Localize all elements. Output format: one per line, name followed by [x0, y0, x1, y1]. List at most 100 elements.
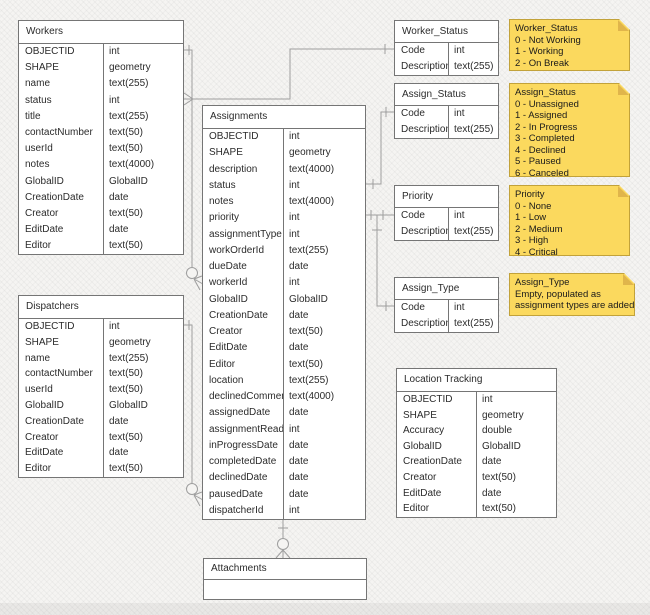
field-name: Description: [395, 316, 449, 332]
field-type: int: [109, 321, 120, 332]
note-title: Assign_Status: [515, 87, 576, 98]
note-line: 1 - Working: [515, 46, 564, 57]
field-type: text(50): [109, 207, 143, 219]
field-name: OBJECTID: [397, 392, 477, 408]
field-type: date: [289, 407, 309, 419]
field-name: location: [203, 372, 284, 389]
table-attachments[interactable]: Attachments: [203, 558, 367, 600]
field-name: Creator: [397, 469, 477, 486]
field-type: text(255): [454, 318, 494, 329]
field-type: geometry: [289, 147, 331, 159]
field-name: Creator: [19, 429, 104, 446]
field-name: assignedDate: [203, 405, 284, 422]
connector-workers-assignments: [184, 49, 193, 267]
connector-dispatchers-assignments: [184, 324, 193, 483]
field-name: GlobalID: [397, 438, 477, 455]
field-name: Editor: [397, 501, 477, 517]
field-name: EditDate: [19, 445, 104, 462]
field-name: OBJECTID: [203, 129, 284, 146]
note-line: 2 - On Break: [515, 57, 569, 69]
field-type: text(4000): [289, 163, 335, 175]
field-type: text(255): [109, 78, 149, 90]
field-name: userId: [19, 141, 104, 158]
field-type: date: [482, 456, 502, 468]
field-type: text(255): [454, 124, 494, 135]
field-row: pausedDate date: [203, 486, 365, 503]
note-line: 1 - Low: [515, 212, 547, 223]
note-line: 0 - Not Working: [515, 34, 581, 46]
field-name: notes: [19, 157, 104, 174]
field-type: geometry: [482, 409, 524, 421]
note-line: 4 - Critical: [515, 246, 558, 258]
field-name: declinedComment: [203, 389, 284, 406]
field-type: int: [289, 179, 300, 191]
bottom-edge-strip: [0, 603, 650, 615]
field-name: name: [19, 350, 104, 367]
field-type: double: [482, 425, 513, 437]
field-type: date: [289, 488, 309, 500]
field-row: CreationDate date: [19, 189, 183, 206]
field-name: dispatcherId: [203, 502, 284, 519]
field-type: text(50): [482, 503, 516, 515]
field-type: date: [109, 191, 129, 203]
note-line: 2 - In Progress: [515, 121, 578, 133]
field-type: date: [289, 456, 309, 467]
field-name: Creator: [203, 324, 284, 341]
table-title: Workers: [19, 21, 183, 44]
field-name: pausedDate: [203, 486, 284, 503]
field-name: workOrderId: [203, 242, 284, 259]
zero-circle: [186, 267, 198, 279]
field-type: date: [109, 447, 129, 459]
field-type: date: [289, 472, 309, 484]
field-name: SHAPE: [19, 334, 104, 351]
field-type: date: [109, 415, 129, 427]
connector-workers-workerstatus: [193, 48, 394, 100]
note-line: 3 - High: [515, 235, 549, 246]
field-type: text(4000): [109, 159, 155, 171]
field-type: date: [289, 439, 309, 451]
zero-circle: [186, 483, 198, 495]
field-name: CreationDate: [397, 454, 477, 470]
field-type: geometry: [109, 62, 151, 74]
field-type: text(4000): [289, 196, 335, 207]
table-title: Location Tracking: [397, 369, 556, 392]
note-line: assignment types are added: [515, 300, 635, 311]
field-type: int: [454, 108, 465, 119]
field-name: CreationDate: [19, 189, 104, 206]
field-row: CreationDate date: [397, 454, 556, 470]
crow-foot: [183, 92, 194, 106]
